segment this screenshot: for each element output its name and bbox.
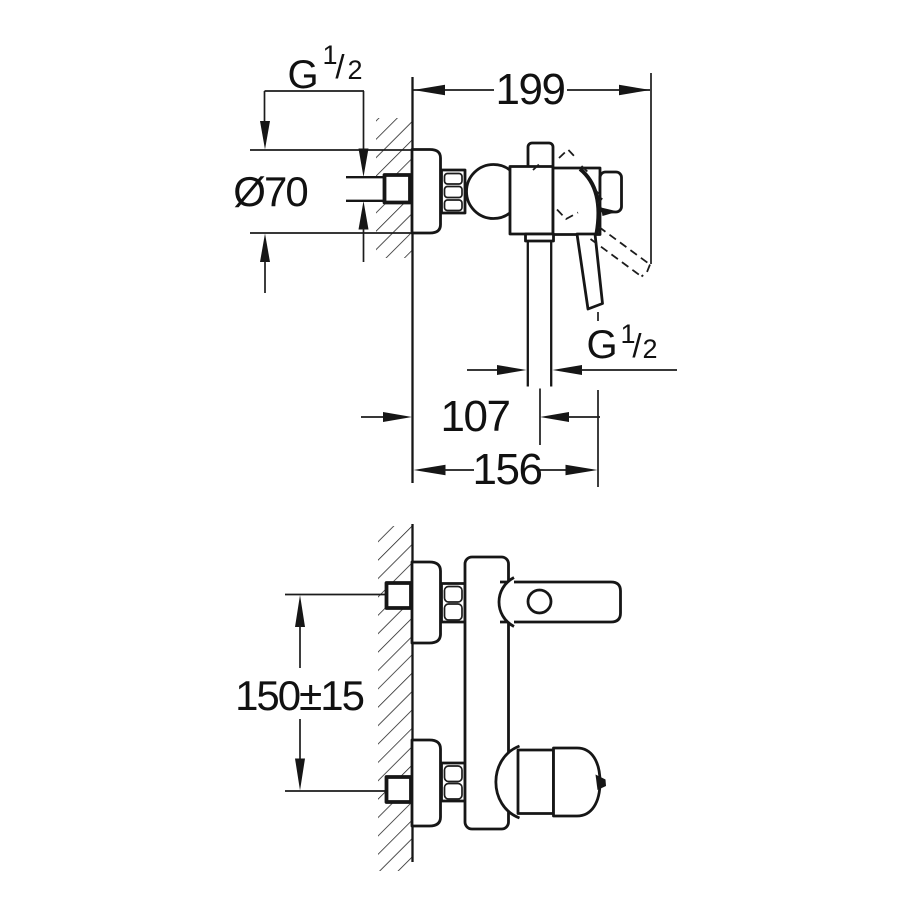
dashed-lever-detail xyxy=(556,208,579,221)
wall-union-square-lower xyxy=(384,775,413,804)
dimension-150-15: 150±15 xyxy=(235,595,366,791)
arrow-down xyxy=(358,148,369,177)
label-denominator: 2 xyxy=(347,55,362,85)
arrow-right xyxy=(619,84,651,96)
dim-value-156: 156 xyxy=(473,445,542,494)
knob-indicator-nub xyxy=(595,774,606,790)
label-numerator: 1 xyxy=(322,40,337,70)
knob-neck-flare xyxy=(494,744,521,820)
arrow-up xyxy=(295,595,305,627)
nut-facet xyxy=(443,199,463,212)
dimension-outlet-thread: G 1 / 2 xyxy=(467,319,677,375)
spout-flare xyxy=(497,576,515,628)
arrow-down xyxy=(260,121,270,150)
dim-value-199: 199 xyxy=(496,65,565,114)
dashed-lever-detail xyxy=(558,148,577,159)
supply-connection xyxy=(346,173,412,205)
arrow-up xyxy=(260,233,270,262)
top-view: 199 G 1 / 2 Ø70 G 1 xyxy=(233,40,677,494)
label-slash: / xyxy=(632,327,642,364)
wall-union-square-upper xyxy=(384,581,413,610)
dimension-199: 199 xyxy=(413,65,652,264)
nut-facet xyxy=(443,765,463,783)
dashed-lever-edge xyxy=(598,226,651,266)
nut-facet xyxy=(443,782,463,800)
bottom-view: 150±15 xyxy=(235,524,622,871)
cartridge-housing xyxy=(551,166,602,236)
dim-value-107: 107 xyxy=(441,392,510,441)
arrow-right xyxy=(383,412,412,422)
arrow-left xyxy=(413,464,446,476)
wall-section xyxy=(378,524,414,871)
arrow-right xyxy=(565,464,598,476)
dimension-107: 107 xyxy=(361,312,600,487)
wall-union-square xyxy=(382,173,412,205)
dim-value-150-15: 150±15 xyxy=(235,672,363,719)
pipe-bore xyxy=(346,179,385,199)
nut-facet xyxy=(443,172,463,185)
arrow-right xyxy=(497,365,527,375)
arrow-down xyxy=(295,758,305,791)
lever-handle-down xyxy=(575,232,604,311)
end-cap xyxy=(598,170,623,214)
body-block xyxy=(508,165,555,236)
spout-arm xyxy=(500,580,622,624)
nut-facet xyxy=(443,185,463,199)
arrow-left xyxy=(413,84,445,96)
wall-section xyxy=(376,77,414,483)
dashed-lever-detail xyxy=(593,188,605,206)
label-g: G xyxy=(287,53,318,97)
label-g: G xyxy=(586,323,617,367)
knob-neck-cylinder xyxy=(516,748,555,815)
lever-alt-position-dashed xyxy=(532,148,651,278)
diverter-knob xyxy=(552,746,602,818)
nut-facet xyxy=(443,585,463,603)
dashed-lever-edge xyxy=(589,238,643,278)
nut-facet xyxy=(443,603,463,621)
arrow-up xyxy=(358,201,369,230)
label-slash: / xyxy=(335,48,345,85)
dashed-lever-detail xyxy=(580,165,591,175)
mixer-side-view xyxy=(410,141,623,387)
label-denominator: 2 xyxy=(642,334,657,364)
wall-flange-upper xyxy=(410,560,442,645)
arrow-left xyxy=(552,365,582,375)
spout-top-hole xyxy=(526,588,553,615)
wall-flange xyxy=(410,148,442,235)
lever-pin-wedge xyxy=(601,207,618,216)
dashed-lever-detail xyxy=(532,160,543,171)
dashed-lever-tip xyxy=(640,264,651,278)
arrow-left xyxy=(540,412,569,422)
dim-value-dia70: Ø70 xyxy=(233,168,307,215)
mixer-front-view xyxy=(384,555,622,831)
vertical-body xyxy=(463,555,510,831)
dimension-inlet-thread-and-flange: G 1 / 2 Ø70 xyxy=(233,40,411,293)
label-numerator: 1 xyxy=(620,319,635,349)
union-nut xyxy=(440,168,467,215)
outlet-collar xyxy=(524,232,555,243)
dimension-156: 156 xyxy=(413,445,598,494)
lever-collar-arc xyxy=(578,167,601,235)
wall-flange-lower xyxy=(410,738,442,828)
wall-hatching xyxy=(378,526,413,871)
